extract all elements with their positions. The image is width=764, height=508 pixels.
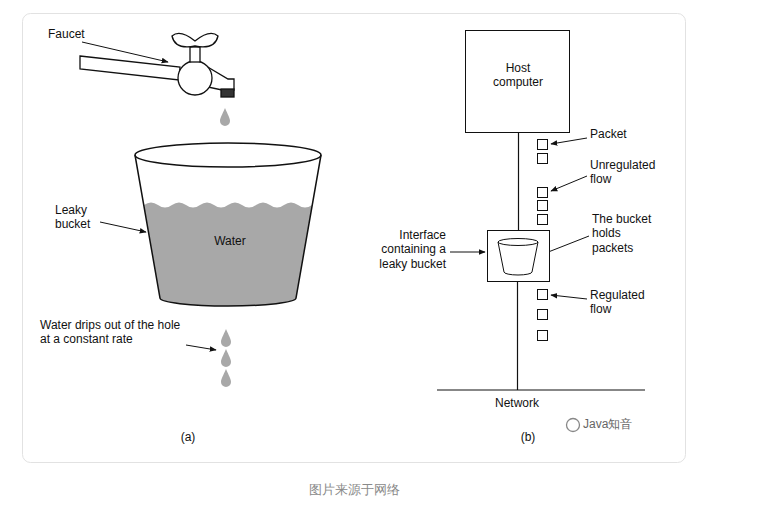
part-label: Regulated flow — [590, 288, 656, 317]
water-drop — [221, 369, 231, 387]
leaky-bucket-drawing — [135, 143, 321, 306]
host-box: Host computer — [465, 30, 570, 133]
leader-line — [551, 295, 587, 299]
part-label: Unregulated flow — [590, 158, 664, 187]
panel-frame — [23, 14, 686, 463]
bucket-icon — [488, 231, 549, 281]
network-line — [437, 389, 645, 390]
node-text: Host computer — [489, 61, 547, 90]
leader-line — [82, 42, 168, 62]
part-label: Leaky bucket — [55, 203, 101, 232]
water-drop — [220, 108, 230, 126]
watermark-icon — [567, 419, 580, 432]
faucet-drawing — [80, 33, 234, 97]
part-label: Water — [205, 234, 255, 248]
wire — [517, 282, 518, 390]
part-label: Network — [487, 396, 547, 410]
node-text: Interface containing a leaky bucket — [354, 228, 446, 271]
water-drop — [221, 349, 231, 367]
note-label: Water drips out of the hole at a constan… — [40, 318, 182, 347]
leader-line — [100, 222, 146, 232]
caption: 图片来源于网络 — [204, 481, 504, 499]
part-label: The bucket holds packets — [592, 212, 658, 255]
leader-line — [450, 252, 485, 253]
leader-line — [551, 138, 587, 144]
leader-line — [186, 345, 216, 350]
panel-label: (a) — [173, 430, 203, 444]
leader-line — [551, 176, 587, 191]
part-label: Packet — [590, 127, 650, 141]
water-drop — [221, 329, 231, 347]
interface-box: Interface containing a leaky bucket — [487, 230, 550, 282]
wire — [518, 133, 519, 230]
part-label: Faucet — [48, 27, 108, 41]
watermark: Java知音 — [583, 417, 659, 431]
panel-label: (b) — [513, 430, 543, 444]
